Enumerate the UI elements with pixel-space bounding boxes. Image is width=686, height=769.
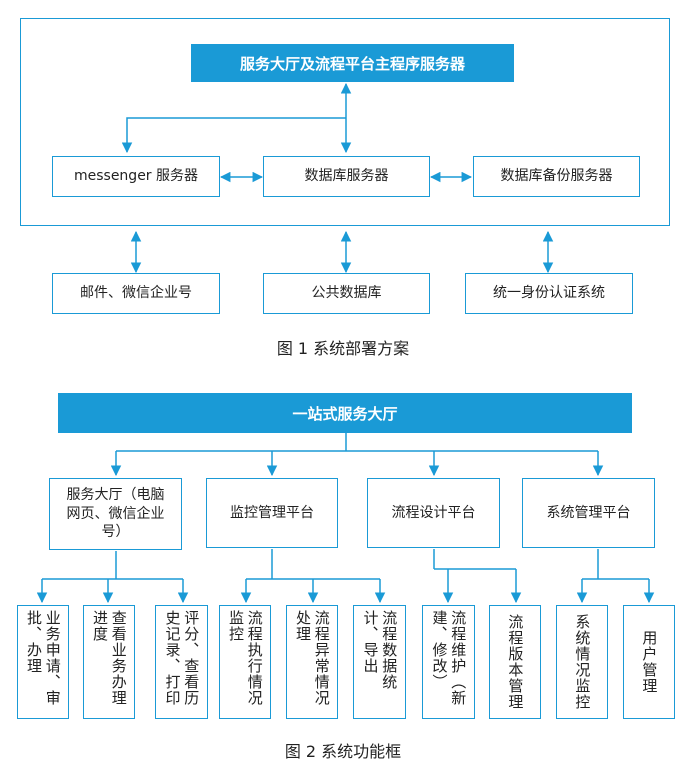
leaf-apply-approve: 业务申请、审批、办理 — [17, 605, 69, 719]
unified-auth-box: 统一身份认证系统 — [465, 273, 633, 314]
service-hall-box: 服务大厅（电脑网页、微信企业号） — [49, 478, 182, 550]
leaf-view-progress: 查看业务办理进度 — [83, 605, 135, 719]
figure1-caption: 图 1 系统部署方案 — [276, 339, 410, 358]
leaf-data-statistics: 流程数据统计、导出 — [353, 605, 406, 719]
database-server: 数据库服务器 — [263, 156, 430, 197]
server-cluster-frame — [20, 18, 670, 226]
messenger-server: messenger 服务器 — [52, 156, 220, 197]
database-backup-server: 数据库备份服务器 — [473, 156, 640, 197]
public-database-box: 公共数据库 — [263, 273, 430, 314]
one-stop-service-hall: 一站式服务大厅 — [58, 393, 632, 433]
leaf-rating-history-print: 评分、查看历史记录、打印 — [155, 605, 208, 719]
leaf-version-management: 流程版本管理 — [489, 605, 541, 719]
figure2-caption: 图 2 系统功能框 — [284, 742, 402, 761]
main-program-server: 服务大厅及流程平台主程序服务器 — [191, 44, 514, 82]
process-design-platform-box: 流程设计平台 — [367, 478, 500, 548]
leaf-system-monitor: 系统情况监控 — [556, 605, 608, 719]
monitoring-platform-box: 监控管理平台 — [206, 478, 338, 548]
arrow-main-messenger — [121, 117, 346, 154]
system-management-platform-box: 系统管理平台 — [522, 478, 655, 548]
leaf-process-maintenance: 流程维护（新建、修改） — [422, 605, 475, 719]
leaf-execution-monitor: 流程执行情况监控 — [219, 605, 271, 719]
leaf-user-management: 用户管理 — [623, 605, 675, 719]
mail-wechat-box: 邮件、微信企业号 — [52, 273, 220, 314]
leaf-exception-handling: 流程异常情况处理 — [286, 605, 338, 719]
